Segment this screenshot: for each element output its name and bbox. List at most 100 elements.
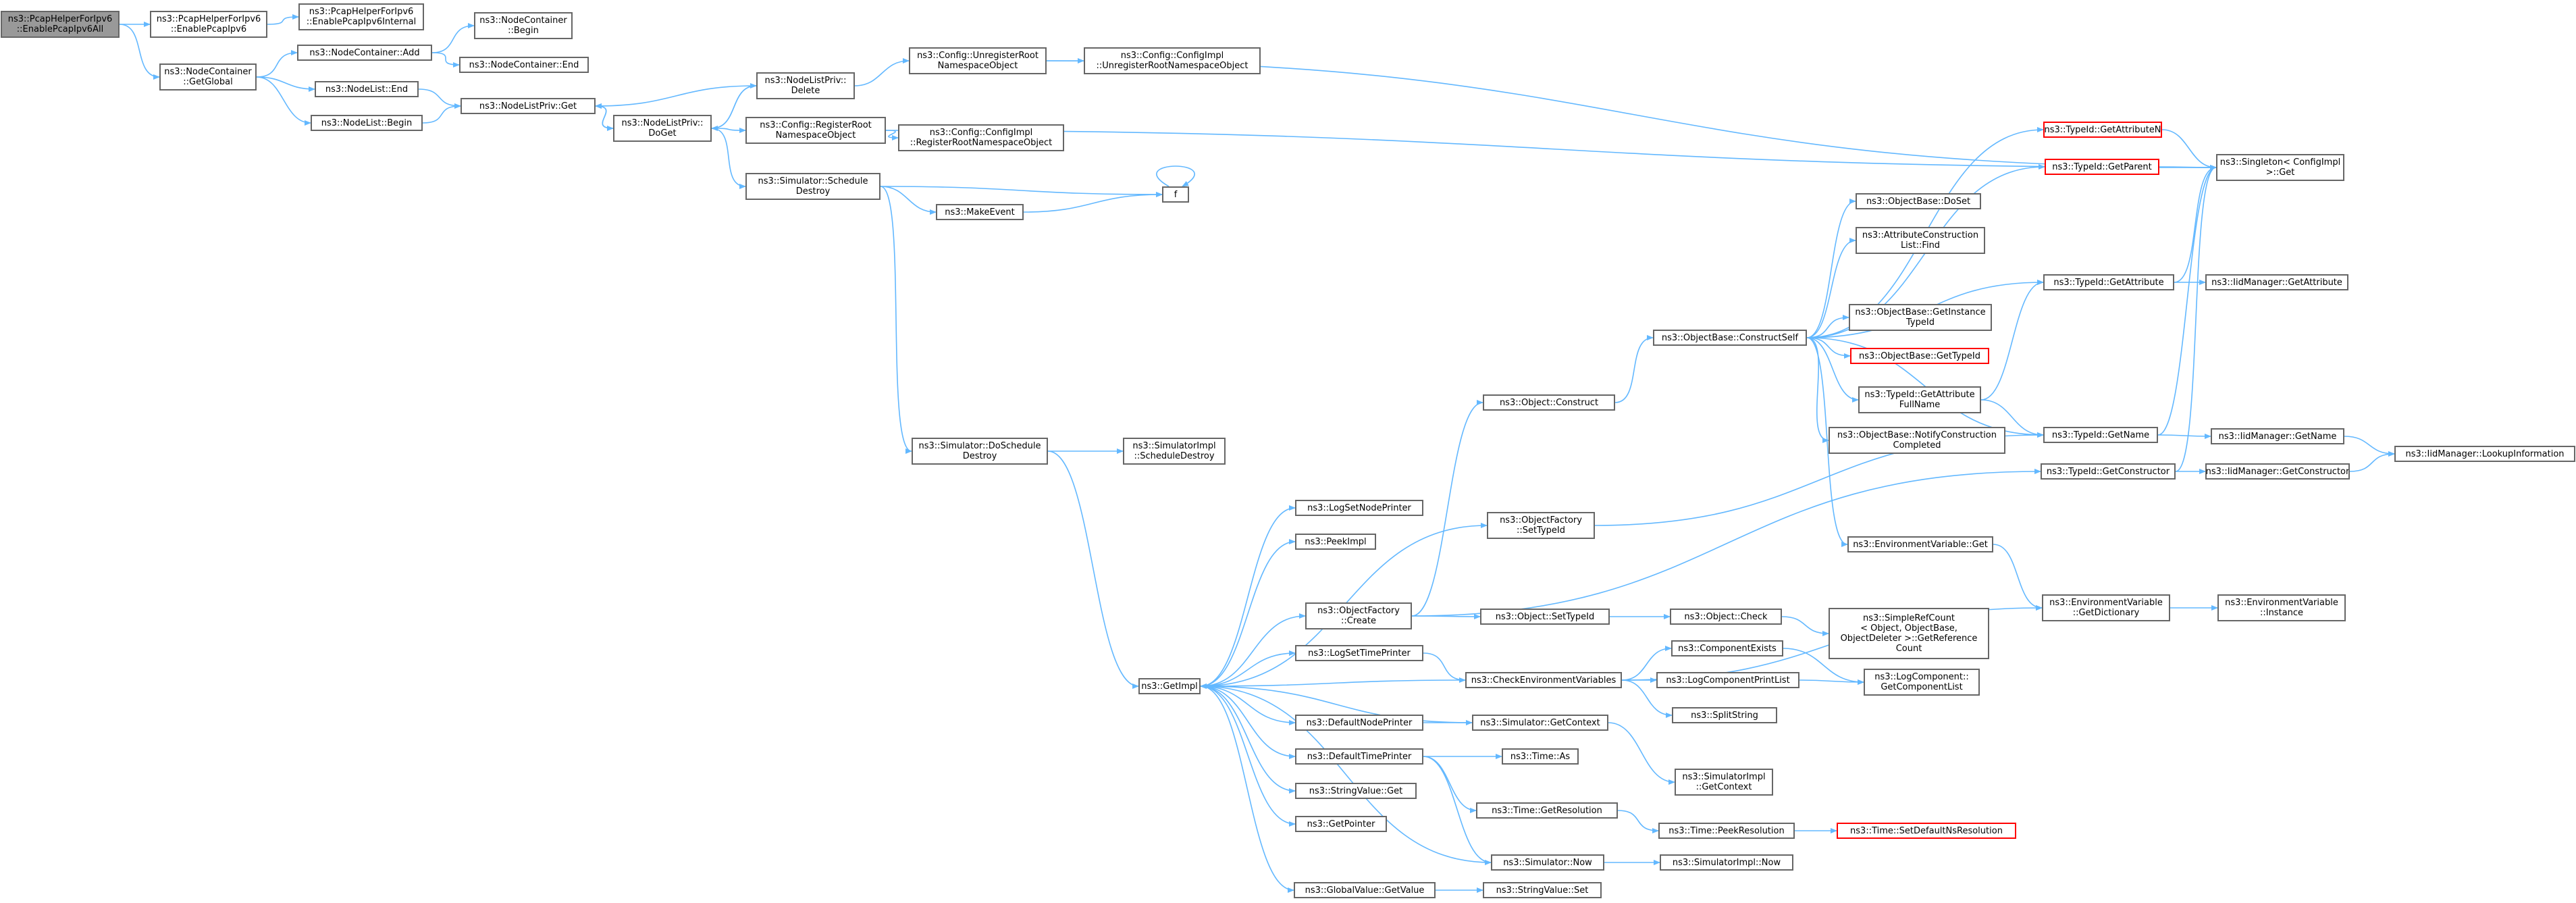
edge-tid_getattrfullname-to-tid_getattribute [1980,280,2044,401]
node-node-list-priv-doget[interactable]: ns3::NodeListPriv::DoGet [613,115,712,142]
node-object-base-construct-self[interactable]: ns3::ObjectBase::ConstructSelf [1653,330,1807,346]
node-label-line: ns3::IidManager::LookupInformation [2405,448,2565,459]
node-get-pointer[interactable]: ns3::GetPointer [1295,816,1387,832]
edge-nc_getglobal-to-nl_end [256,76,315,92]
node-simple-ref-count-get-reference-count[interactable]: ns3::SimpleRefCount< Object, ObjectBase,… [1829,608,1989,659]
node-label-line: ns3::GetImpl [1141,681,1198,692]
node-log-component-get-component-list[interactable]: ns3::LogComponent::GetComponentList [1864,669,1980,696]
node-node-list-priv-get[interactable]: ns3::NodeListPriv::Get [461,98,596,114]
node-simulator-get-context[interactable]: ns3::Simulator::GetContext [1472,715,1608,731]
node-object-set-typeid[interactable]: ns3::Object::SetTypeId [1480,609,1610,625]
node-iidmanager-get-constructor[interactable]: ns3::IidManager::GetConstructor [2205,463,2350,480]
node-configimpl-register-root-namespace-object[interactable]: ns3::Config::ConfigImpl::RegisterRootNam… [898,124,1064,151]
node-label-line: ns3::ObjectBase::NotifyConstruction [1837,430,1997,440]
node-singleton-configimpl-get[interactable]: ns3::Singleton< ConfigImpl>::Get [2216,154,2344,181]
edge-checkenv-to-componentexists [1621,646,1672,681]
node-log-component-print-list[interactable]: ns3::LogComponentPrintList [1656,672,1799,688]
node-time-as[interactable]: ns3::Time::As [1502,748,1579,765]
node-node-container-begin[interactable]: ns3::NodeContainer::Begin [474,12,573,39]
node-typeid-get-attribute[interactable]: ns3::TypeId::GetAttribute [2043,274,2174,290]
node-simulatorimpl-now[interactable]: ns3::SimulatorImpl::Now [1660,854,1793,871]
node-typeid-get-name[interactable]: ns3::TypeId::GetName [2043,427,2158,443]
node-label-line: ns3::NodeContainer::End [469,59,579,70]
node-simulator-now[interactable]: ns3::Simulator::Now [1491,854,1604,871]
node-label-line: ObjectDeleter >::GetReference [1840,634,1978,644]
node-label-line: ::GetContext [1696,782,1752,792]
node-time-set-default-ns-resolution[interactable]: ns3::Time::SetDefaultNsResolution [1837,823,2016,839]
node-label-line: Count [1895,644,1922,654]
node-node-container-get-global[interactable]: ns3::NodeContainer::GetGlobal [159,63,257,91]
edge-time_getres-to-time_peekres [1617,810,1659,833]
node-node-list-begin[interactable]: ns3::NodeList::Begin [311,115,423,131]
edge-tid_getattribute-to-singleton_get [2174,165,2217,283]
node-iidmanager-lookup-information[interactable]: ns3::IidManager::LookupInformation [2394,446,2575,462]
node-log-set-time-printer[interactable]: ns3::LogSetTimePrinter [1295,645,1423,661]
node-environment-variable-get-dictionary[interactable]: ns3::EnvironmentVariable::GetDictionary [2042,594,2170,621]
node-typeid-get-constructor[interactable]: ns3::TypeId::GetConstructor [2041,463,2176,480]
node-enable-pcap-ipv6-internal[interactable]: ns3::PcapHelperForIpv6::EnablePcapIpv6In… [298,3,424,30]
node-simulatorimpl-schedule-destroy[interactable]: ns3::SimulatorImpl::ScheduleDestroy [1123,438,1226,465]
node-node-list-priv-delete[interactable]: ns3::NodeListPriv::Delete [756,72,855,99]
node-label-line: Destroy [795,186,831,197]
node-configimpl-unregister-root-namespace-object[interactable]: ns3::Config::ConfigImpl::UnregisterRootN… [1084,47,1261,74]
node-environment-variable-instance[interactable]: ns3::EnvironmentVariable::Instance [2217,594,2346,621]
node-default-node-printer[interactable]: ns3::DefaultNodePrinter [1295,715,1423,731]
node-object-factory-set-typeid[interactable]: ns3::ObjectFactory::SetTypeId [1487,512,1595,539]
edge-tid_getname-to-singleton_get [2157,165,2217,436]
node-label-line: ::ScheduleDestroy [1134,451,1215,461]
node-label-line: ::EnablePcapIpv6Internal [306,17,417,27]
node-time-get-resolution[interactable]: ns3::Time::GetResolution [1476,802,1618,819]
node-object-base-doset[interactable]: ns3::ObjectBase::DoSet [1856,193,1981,209]
node-make-event[interactable]: ns3::MakeEvent [936,204,1024,220]
node-iidmanager-get-attribute[interactable]: ns3::IidManager::GetAttribute [2205,274,2348,290]
node-iidmanager-get-name[interactable]: ns3::IidManager::GetName [2211,428,2344,444]
node-typeid-get-attribute-n[interactable]: ns3::TypeId::GetAttributeN [2043,122,2162,138]
node-label-line: ns3::Object::Check [1684,611,1768,622]
node-get-impl[interactable]: ns3::GetImpl [1138,678,1201,694]
node-node-container-end[interactable]: ns3::NodeContainer::End [459,57,589,73]
node-simulatorimpl-get-context[interactable]: ns3::SimulatorImpl::GetContext [1675,769,1773,796]
node-label-line: ns3::ObjectBase::GetInstance [1855,307,1986,317]
node-node-container-add[interactable]: ns3::NodeContainer::Add [297,45,432,61]
node-log-set-node-printer[interactable]: ns3::LogSetNodePrinter [1295,500,1423,516]
node-enable-pcap-ipv6[interactable]: ns3::PcapHelperForIpv6::EnablePcapIpv6 [150,11,267,38]
node-string-value-set[interactable]: ns3::StringValue::Set [1483,882,1602,898]
node-environment-variable-get[interactable]: ns3::EnvironmentVariable::Get [1847,536,1993,552]
edge-defaulttimeprinter-to-time_getres [1423,756,1477,813]
node-component-exists[interactable]: ns3::ComponentExists [1671,640,1783,656]
node-label-line: ns3::LogSetNodePrinter [1307,502,1411,513]
node-node-list-end[interactable]: ns3::NodeList::End [315,81,419,97]
node-label-line: ns3::ObjectFactory [1317,606,1400,616]
node-object-factory-create[interactable]: ns3::ObjectFactory::Create [1305,602,1412,629]
node-object-base-get-typeid[interactable]: ns3::ObjectBase::GetTypeId [1850,348,1989,364]
edge-sim_now-to-getimpl [1200,683,1492,863]
edge-getimpl-to-getpointer [1200,686,1296,827]
node-string-value-get[interactable]: ns3::StringValue::Get [1295,783,1417,799]
node-time-peek-resolution[interactable]: ns3::Time::PeekResolution [1658,823,1795,839]
node-label-line: f [1174,189,1178,200]
node-label-line: ns3::SplitString [1691,710,1758,721]
node-check-environment-variables[interactable]: ns3::CheckEnvironmentVariables [1465,672,1622,688]
node-global-value-get-value[interactable]: ns3::GlobalValue::GetValue [1294,882,1436,898]
node-default-time-printer[interactable]: ns3::DefaultTimePrinter [1295,748,1423,765]
node-typeid-get-parent[interactable]: ns3::TypeId::GetParent [2045,159,2159,175]
node-label-line: ::Begin [508,26,539,36]
node-label-line: ns3::Config::ConfigImpl [929,128,1033,138]
node-label-line: ns3::CheckEnvironmentVariables [1471,675,1616,686]
node-object-check[interactable]: ns3::Object::Check [1670,609,1782,625]
node-split-string[interactable]: ns3::SplitString [1672,707,1777,723]
node-label-line: ns3::Config::UnregisterRoot [917,51,1039,61]
node-label-line: ns3::ObjectBase::GetTypeId [1859,351,1980,361]
node-object-construct[interactable]: ns3::Object::Construct [1483,394,1615,411]
node-f[interactable]: f [1162,186,1189,203]
node-label-line: Completed [1893,440,1941,450]
node-peek-impl[interactable]: ns3::PeekImpl [1295,534,1376,550]
